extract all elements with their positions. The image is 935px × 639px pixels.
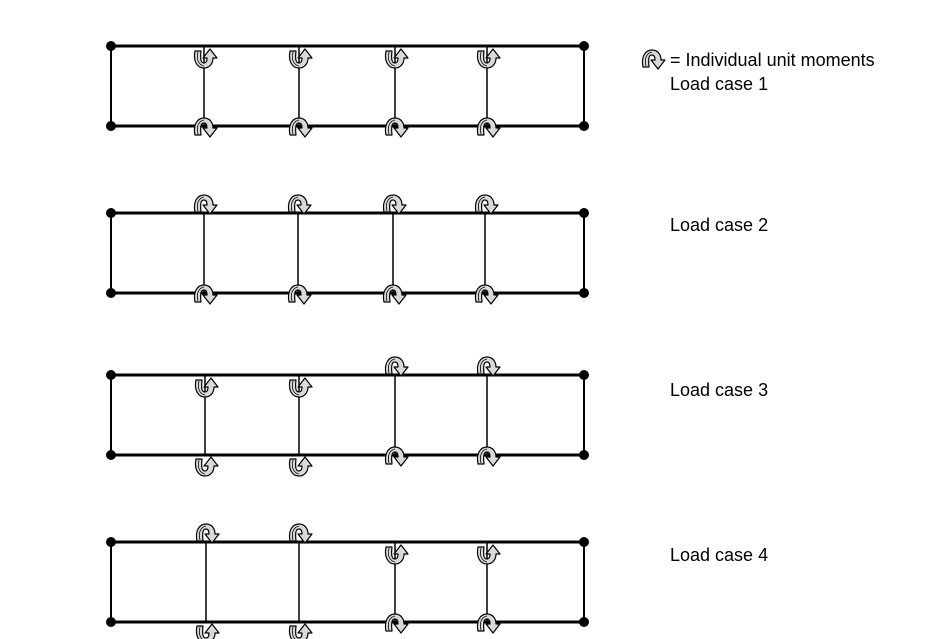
bottom-moment-icon bbox=[474, 284, 499, 305]
top-moment-icon bbox=[195, 523, 220, 544]
support-node bbox=[106, 208, 116, 218]
curved-arrow-moment-icon bbox=[641, 49, 666, 70]
bottom-moment-icon bbox=[193, 284, 218, 305]
support-node bbox=[579, 537, 589, 547]
bottom-moment-icon bbox=[476, 446, 501, 467]
load-case-3-frame bbox=[106, 356, 589, 477]
top-moment-icon bbox=[193, 194, 218, 215]
support-node bbox=[106, 537, 116, 547]
legend-text: = Individual unit moments bbox=[670, 50, 875, 70]
bottom-moment-icon bbox=[288, 117, 313, 138]
top-moment-icon bbox=[288, 48, 313, 69]
bottom-moment-icon bbox=[195, 623, 220, 639]
top-moment-icon bbox=[382, 194, 407, 215]
support-node bbox=[579, 370, 589, 380]
load-case-2-frame bbox=[106, 194, 589, 305]
support-node bbox=[579, 617, 589, 627]
bottom-moment-icon bbox=[194, 456, 219, 477]
top-moment-icon bbox=[193, 48, 218, 69]
top-moment-icon bbox=[288, 377, 313, 398]
support-node bbox=[579, 288, 589, 298]
load-case-4-frame bbox=[106, 523, 589, 639]
bottom-moment-icon bbox=[288, 623, 313, 639]
support-node bbox=[106, 370, 116, 380]
bottom-moment-icon bbox=[287, 284, 312, 305]
bottom-moment-icon bbox=[288, 456, 313, 477]
support-node bbox=[579, 121, 589, 131]
bottom-moment-icon bbox=[476, 613, 501, 634]
load-case-1-label: Load case 1 bbox=[670, 74, 769, 94]
load-case-3-label: Load case 3 bbox=[670, 380, 769, 400]
bottom-moment-icon bbox=[193, 117, 218, 138]
load-case-4-label: Load case 4 bbox=[670, 545, 769, 565]
top-moment-icon bbox=[384, 544, 409, 565]
bottom-moment-icon bbox=[384, 446, 409, 467]
top-moment-icon bbox=[476, 544, 501, 565]
load-case-1-frame bbox=[106, 41, 589, 138]
top-moment-icon bbox=[194, 377, 219, 398]
support-node bbox=[106, 617, 116, 627]
legend-moment-shape bbox=[641, 49, 666, 70]
support-node bbox=[579, 450, 589, 460]
top-moment-icon bbox=[476, 48, 501, 69]
top-moment-icon bbox=[287, 194, 312, 215]
top-moment-icon bbox=[288, 523, 313, 544]
bottom-moment-icon bbox=[384, 117, 409, 138]
support-node bbox=[106, 41, 116, 51]
top-moment-icon bbox=[476, 356, 501, 377]
bottom-moment-icon bbox=[382, 284, 407, 305]
support-node bbox=[579, 41, 589, 51]
bottom-moment-icon bbox=[384, 613, 409, 634]
top-moment-icon bbox=[474, 194, 499, 215]
support-node bbox=[106, 121, 116, 131]
bottom-moment-icon bbox=[476, 117, 501, 138]
support-node bbox=[579, 208, 589, 218]
top-moment-icon bbox=[384, 356, 409, 377]
top-moment-icon bbox=[384, 48, 409, 69]
support-node bbox=[106, 450, 116, 460]
support-node bbox=[106, 288, 116, 298]
load-case-2-label: Load case 2 bbox=[670, 215, 769, 235]
